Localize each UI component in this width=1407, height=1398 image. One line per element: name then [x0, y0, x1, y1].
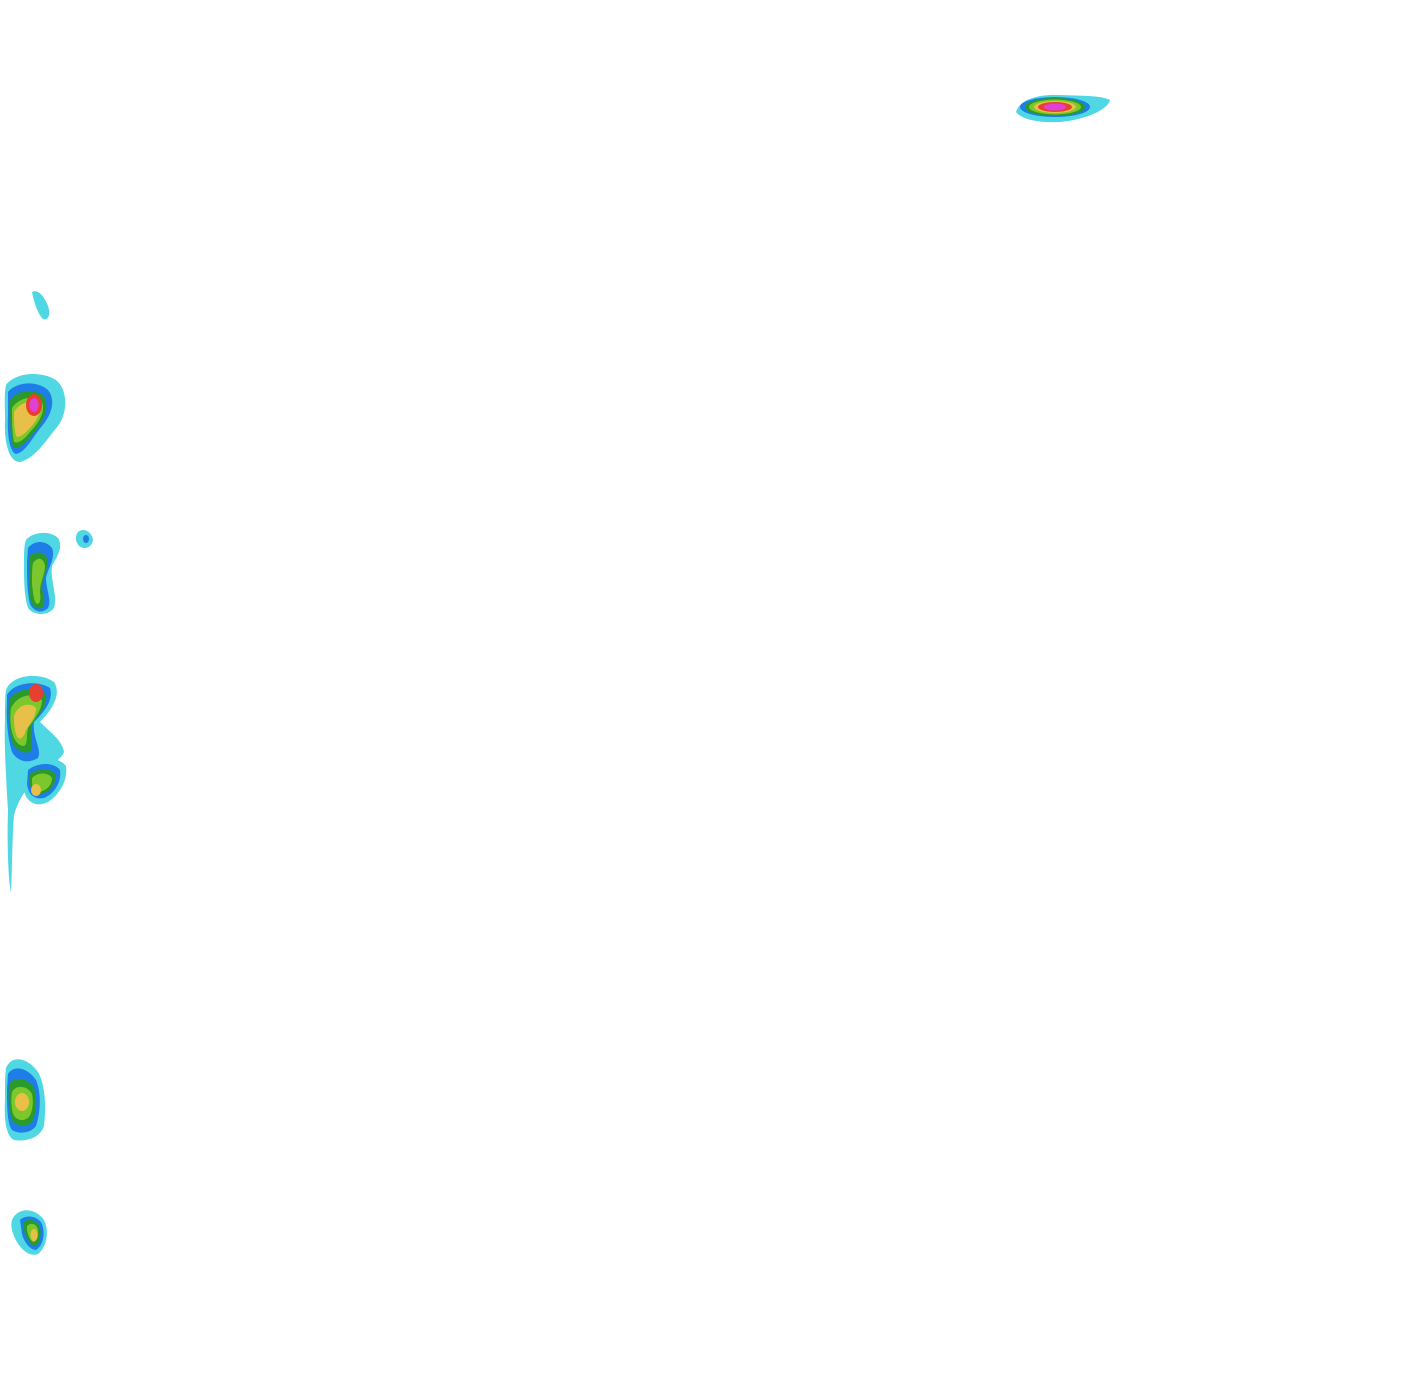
contour-layer	[4, 94, 1110, 1255]
contour-band-level-1	[32, 291, 50, 320]
hotspot-left-mid	[24, 532, 61, 614]
contour-band-level-5	[31, 784, 41, 796]
contour-band-level-6	[29, 684, 43, 702]
hotspot-top-right-streak	[1016, 94, 1110, 123]
hotspot-left-faint-1	[32, 291, 50, 320]
contour-band-level-4	[32, 558, 45, 604]
hotspot-left-lower-a	[4, 675, 65, 892]
contour-band-level-5	[15, 1093, 29, 1111]
hotspot-left-small-dot	[75, 529, 93, 548]
contour-band-level-7	[1044, 103, 1066, 111]
hotspot-left-upper	[4, 373, 66, 462]
contour-band-level-7	[29, 398, 39, 412]
contour-band-level-2	[83, 535, 89, 543]
contour-band-level-5	[14, 704, 36, 739]
hotspot-left-bottom-b	[11, 1210, 47, 1255]
contour-band-level-5	[30, 1229, 38, 1241]
hotspot-left-bottom-a	[4, 1059, 46, 1141]
hotspot-left-lower-b	[22, 757, 67, 805]
